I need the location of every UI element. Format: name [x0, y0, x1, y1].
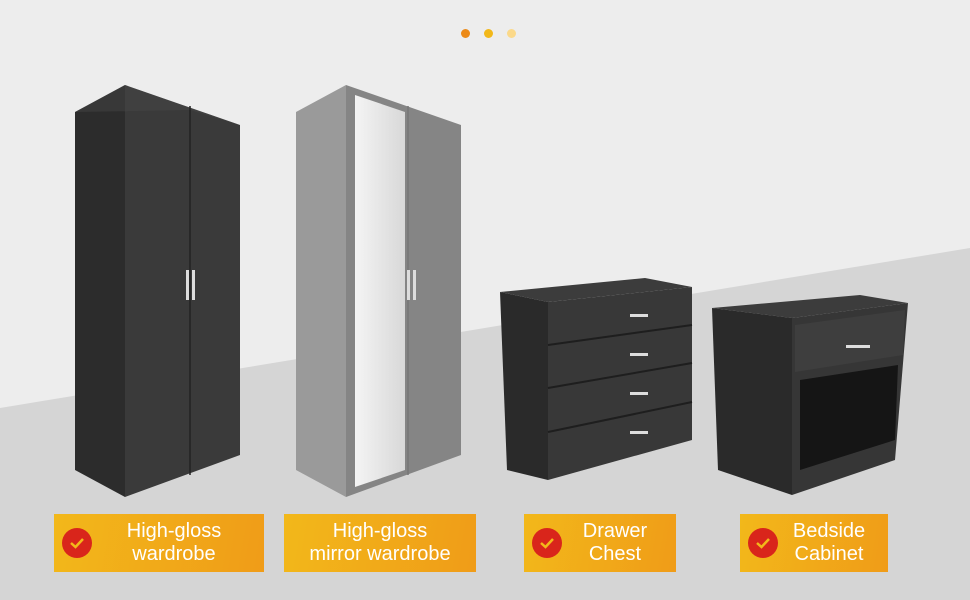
label-line-2: Cabinet	[794, 543, 864, 565]
label-line-1: High-gloss	[332, 520, 428, 542]
bedside-cabinet-image	[712, 295, 908, 495]
check-icon	[62, 528, 92, 558]
label-line-2: mirror wardrobe	[309, 543, 451, 565]
carousel-indicator	[461, 29, 516, 38]
label-line-2: Chest	[588, 543, 642, 565]
mirror-wardrobe-image	[296, 85, 461, 497]
label-line-2: wardrobe	[132, 543, 216, 565]
label-line-1: Drawer	[582, 520, 648, 542]
drawer-chest-image	[500, 278, 693, 480]
carousel-dot-1[interactable]	[461, 29, 470, 38]
label-line-1: High-gloss	[126, 520, 222, 542]
check-icon	[532, 528, 562, 558]
carousel-dot-2[interactable]	[484, 29, 493, 38]
label-line-1: Bedside	[792, 520, 866, 542]
high-gloss-wardrobe-image	[75, 85, 240, 497]
check-icon	[748, 528, 778, 558]
carousel-dot-3[interactable]	[507, 29, 516, 38]
